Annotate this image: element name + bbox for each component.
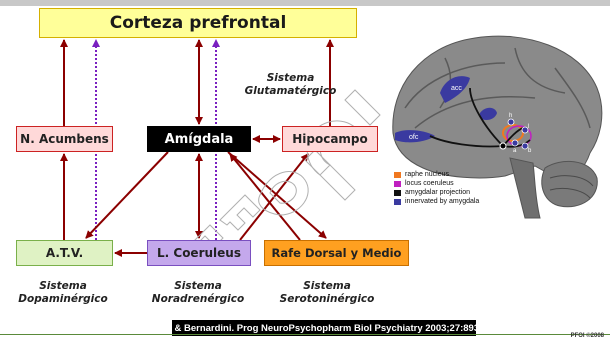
node-hipocampo: Hipocampo [282, 126, 378, 152]
node-nucleus-acumbens: N. Acumbens [16, 126, 113, 152]
node-locus-coeruleus: L. Coeruleus [147, 240, 251, 266]
citation-banner: Tafet & Bernardini. Prog NeuroPsychophar… [150, 320, 498, 336]
node-corteza-prefrontal: Corteza prefrontal [39, 8, 357, 38]
node-h [507, 118, 515, 126]
node-amigdala: Amígdala [147, 126, 251, 152]
brain-illustration: acc ofc h l a b [385, 18, 607, 223]
footer-divider [0, 334, 610, 335]
label-line: Serotoninérgico [279, 293, 375, 305]
arrow-amigdala-rafe [227, 151, 327, 239]
amygdalar-projection [429, 87, 531, 148]
legend-item: innervated by amygdala [394, 197, 479, 206]
legend-item: locus coeruleus [394, 179, 479, 188]
legend-swatch-raphe [394, 171, 401, 178]
label-b: b [528, 148, 532, 154]
brain-stem [509, 157, 541, 219]
arrow-rafe-amigdala [229, 153, 301, 241]
label-n: h [509, 113, 512, 119]
legend-swatch-amygdalar [394, 189, 401, 196]
node-rafe-dorsal-medio: Rafe Dorsal y Medio [264, 240, 409, 266]
node-atv: A.T.V. [16, 240, 113, 266]
legend-text: raphe nucleus [405, 171, 449, 178]
legend-text: innervated by amygdala [405, 198, 480, 205]
label-line: Noradrenérgico [151, 293, 245, 305]
label-line: Glutamatérgico [244, 85, 337, 97]
amygdala-node [499, 142, 507, 150]
legend-item: raphe nucleus [394, 170, 479, 179]
node-a [511, 139, 519, 147]
legend-swatch-innervated [394, 198, 401, 205]
label-line: Sistema [174, 280, 222, 292]
label-sistema-dopaminergico: Sistema Dopaminérgico [8, 280, 118, 306]
copyright-text: PFOI ©2008 [570, 333, 604, 339]
brain-cortex [392, 35, 603, 181]
label-a: a [513, 148, 517, 154]
legend-text: amygdalar projection [405, 189, 470, 196]
arrow-amigdala-atv [85, 151, 169, 239]
brain-legend: raphe nucleus locus coeruleus amygdalar … [394, 170, 479, 206]
label-ofc: ofc [409, 134, 419, 141]
brain-cerebellum [541, 160, 598, 208]
label-line: Sistema [266, 72, 315, 84]
legend-swatch-locus [394, 180, 401, 187]
label-line: Sistema [303, 280, 351, 292]
label-line: Sistema [39, 280, 87, 292]
legend-item: amygdalar projection [394, 188, 479, 197]
node-b [521, 142, 529, 150]
label-sistema-noradrenergico: Sistema Noradrenérgico [138, 280, 258, 306]
top-bar [0, 0, 610, 6]
region-hypothalamus [480, 107, 497, 121]
region-ofc [395, 130, 435, 143]
legend-text: locus coeruleus [405, 180, 454, 187]
label-l: l [528, 124, 529, 130]
node-l [521, 126, 529, 134]
label-line: Dopaminérgico [18, 293, 108, 305]
label-acc: acc [451, 85, 462, 92]
region-acc [440, 76, 470, 103]
label-sistema-serotoninergico: Sistema Serotoninérgico [262, 280, 392, 306]
label-sistema-glutamatergico: Sistema Glutamatérgico [243, 72, 338, 98]
